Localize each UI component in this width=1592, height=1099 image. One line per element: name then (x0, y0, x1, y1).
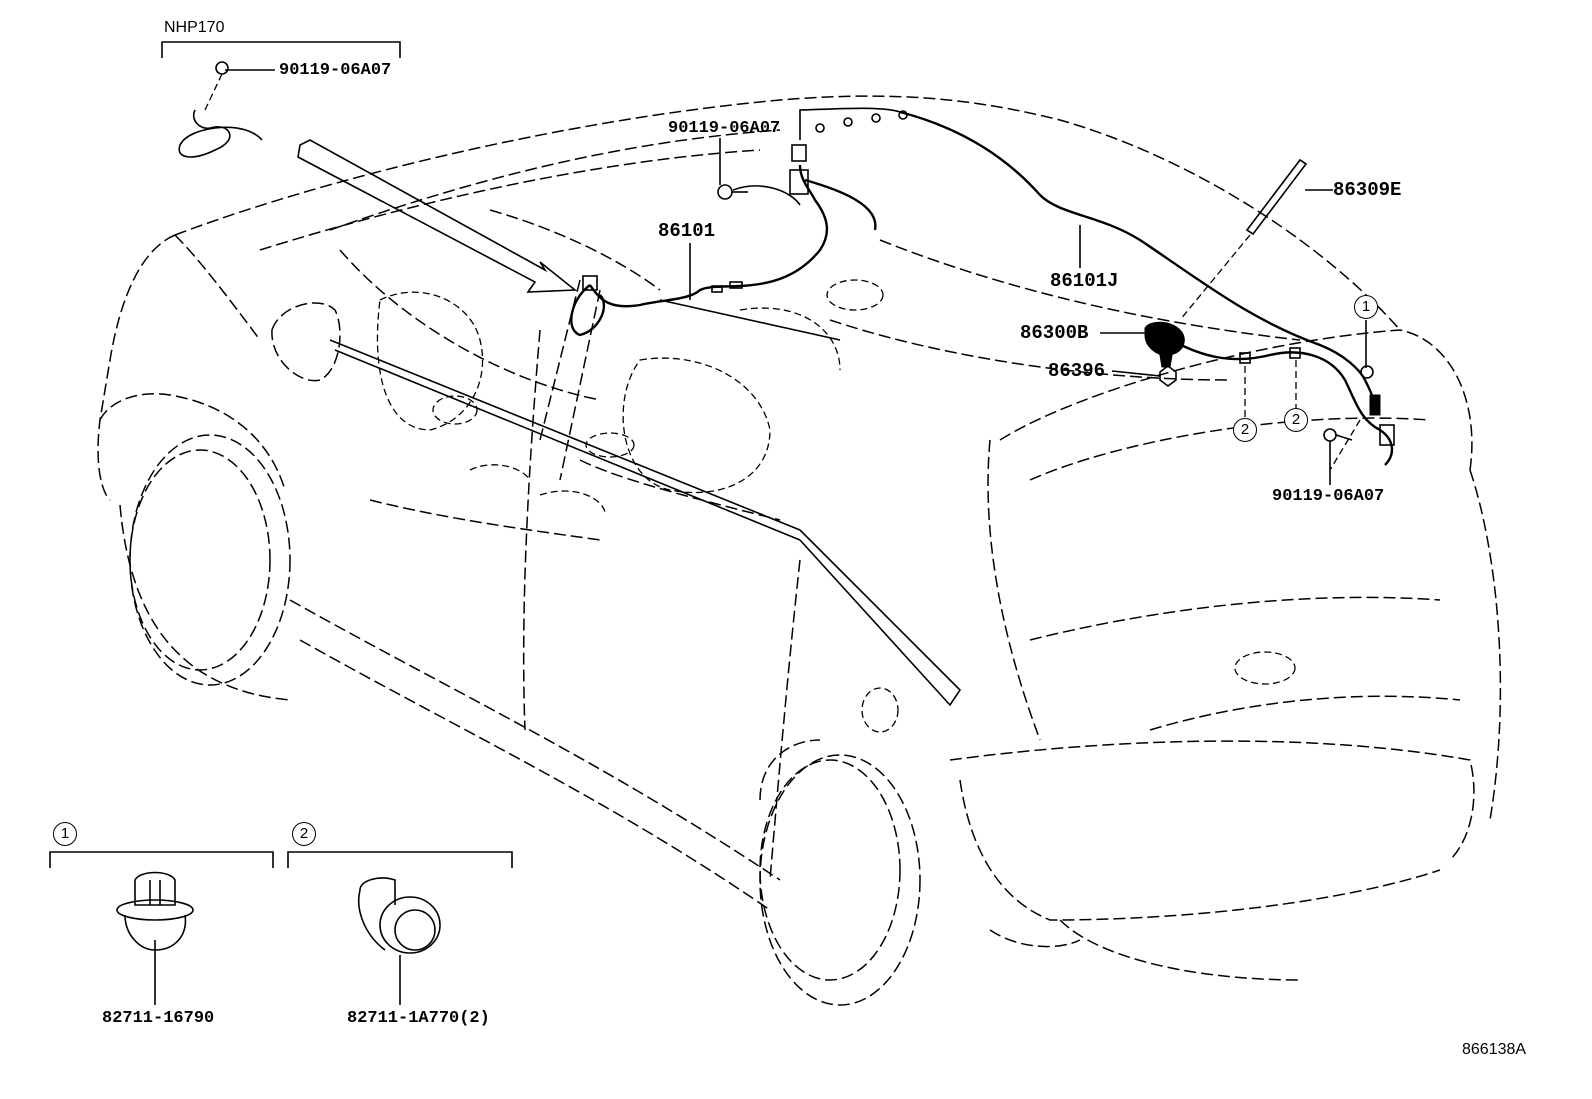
part-number-bolt-rear: 90119-06A07 (1272, 487, 1385, 506)
drawing-number: 866138A (1462, 1041, 1527, 1058)
part-number-bolt-top-left: 90119-06A07 (279, 61, 392, 80)
clip-details (49, 851, 513, 954)
leader-lines (154, 138, 1367, 1005)
callout-2-left: 2 (1233, 418, 1257, 442)
part-number-clip-2: 82711-1A770(2) (347, 1009, 490, 1028)
antenna-wiring (570, 107, 1395, 471)
callout-1-detail: 1 (53, 822, 77, 846)
part-number-antenna-mast: 86309E (1333, 179, 1402, 201)
callout-2-right: 2 (1284, 408, 1308, 432)
variant-label: NHP170 (164, 19, 225, 36)
callout-2-detail: 2 (292, 822, 316, 846)
inset-pointer-arrow (297, 139, 578, 293)
nhp170-inset (161, 41, 401, 158)
part-number-wire-front: 86101 (658, 220, 716, 242)
part-number-nut: 86396 (1048, 360, 1106, 382)
vehicle-body-outline (97, 95, 1502, 1006)
part-number-wire-roof: 86101J (1050, 270, 1119, 292)
part-number-clip-1: 82711-16790 (102, 1009, 215, 1028)
part-number-antenna-base: 86300B (1020, 322, 1089, 344)
part-number-bolt-center: 90119-06A07 (668, 119, 781, 138)
callout-1-rear: 1 (1354, 295, 1378, 319)
